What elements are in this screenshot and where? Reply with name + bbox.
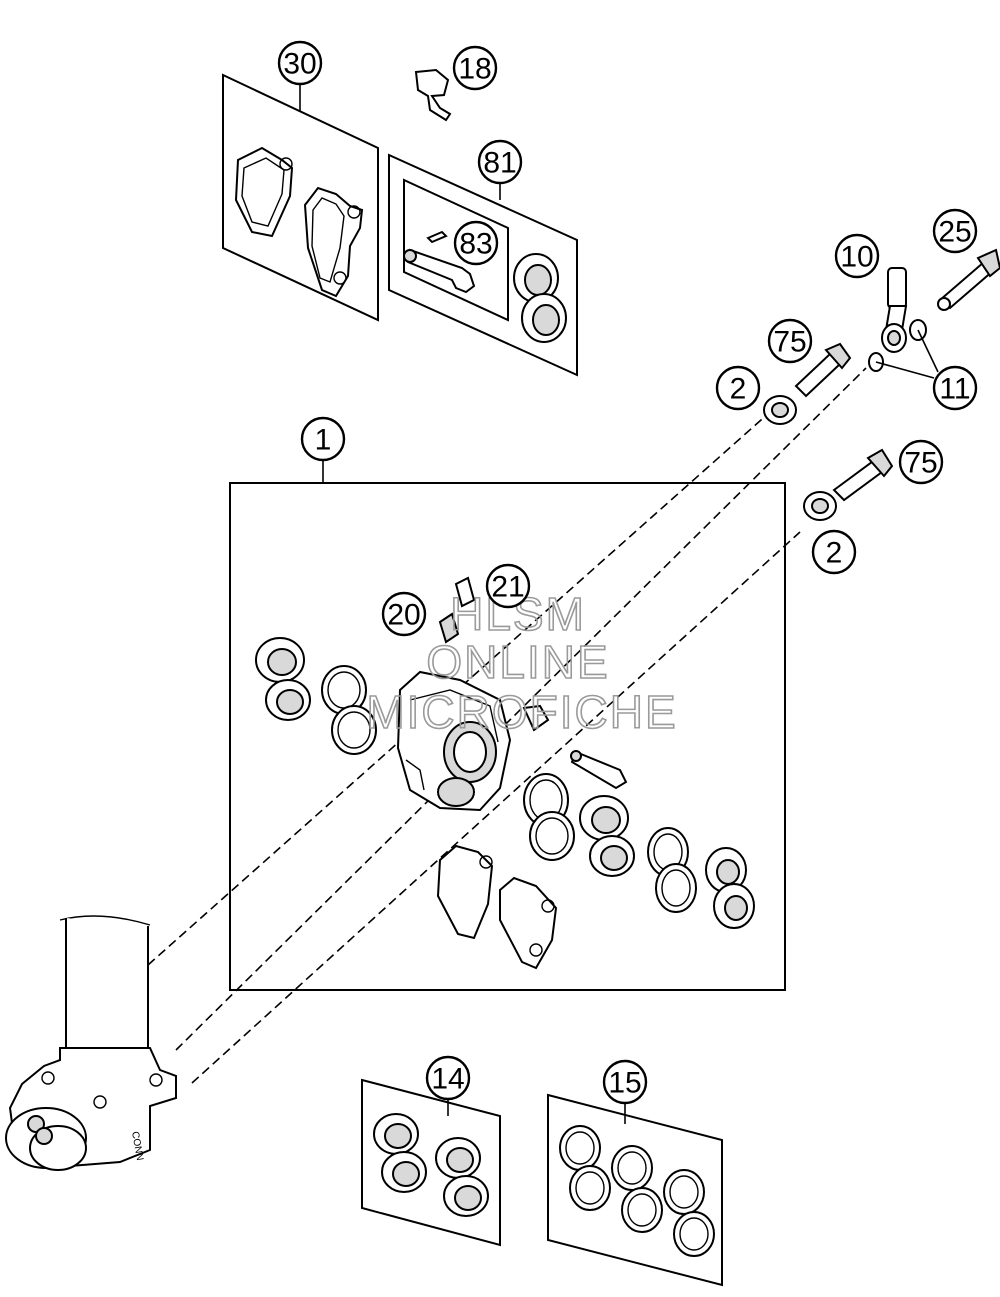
spacer-upper: [763, 395, 797, 425]
mounting-bolt-upper: [794, 342, 852, 398]
caliper-pistons-left: [255, 637, 377, 755]
callout-10: 10: [834, 233, 880, 279]
banjo-fitting-10: [868, 267, 927, 372]
callout-75-upper-label: 75: [773, 326, 806, 359]
axis-lower-bolt: [191, 531, 801, 1084]
callout-15: 15: [602, 1059, 648, 1105]
callout-2-upper: 2: [715, 365, 761, 411]
caliper-pistons-right: [523, 773, 755, 929]
frame-30-brake-pad-kit: [222, 73, 379, 322]
callout-1: 1: [300, 416, 346, 462]
axis-upper-bolt-2: [175, 367, 867, 1051]
frame-81-pin-kit: [388, 153, 578, 377]
brake-pad-set-top: [234, 146, 364, 298]
callout-81: 81: [477, 139, 523, 185]
callout-83: 83: [453, 220, 499, 266]
pin-kit-parts: [403, 230, 567, 343]
callout-11-label: 11: [939, 373, 970, 406]
caliper-body: [396, 670, 512, 812]
callout-1-label: 1: [315, 424, 332, 457]
callout-18-label: 18: [458, 53, 491, 86]
callout-75-lower: 75: [898, 439, 944, 485]
seal-kit-parts: [559, 1125, 715, 1257]
callout-75-lower-label: 75: [904, 447, 937, 480]
callout-20-label: 20: [387, 599, 420, 632]
pad-spring-clip: [414, 68, 452, 122]
callout-2-lower-label: 2: [826, 537, 843, 570]
frame-14-piston-kit: [361, 1078, 501, 1247]
callout-25-label: 25: [938, 216, 971, 249]
callout-11: 11: [932, 365, 978, 411]
callout-83-label: 83: [459, 228, 492, 261]
caliper-slide-pin: [522, 704, 628, 790]
callout-15-label: 15: [608, 1067, 641, 1100]
bleeder-screw: [438, 576, 476, 644]
callout-30: 30: [277, 40, 323, 86]
callout-30-label: 30: [283, 48, 316, 81]
callout-2-upper-label: 2: [730, 373, 747, 406]
fork-leg: CONN: [5, 915, 177, 1171]
callout-2-lower: 2: [811, 529, 857, 575]
mounting-bolt-lower: [832, 448, 894, 502]
watermark: HLSM ONLINE MICROFICHE: [366, 587, 677, 739]
frame-15-seal-kit: [547, 1093, 723, 1287]
watermark-line-2: ONLINE: [426, 636, 609, 688]
callout-21-label: 21: [491, 571, 524, 604]
callout-21: 21: [485, 563, 531, 609]
frame-83-pin-subkit: [403, 178, 509, 322]
callout-14: 14: [425, 1055, 471, 1101]
callout-81-label: 81: [483, 147, 516, 180]
callout-20: 20: [381, 591, 427, 637]
callout-75-upper: 75: [767, 318, 813, 364]
spacer-lower: [803, 491, 837, 521]
banjo-bolt-25: [937, 248, 1000, 311]
leader-11a: [917, 329, 939, 373]
watermark-line-3: MICROFICHE: [366, 686, 677, 738]
callout-18: 18: [452, 45, 498, 91]
callout-25: 25: [932, 208, 978, 254]
leader-11b: [875, 361, 935, 379]
frame-1-caliper-assembly: [229, 482, 786, 991]
piston-kit-parts: [373, 1113, 489, 1217]
callout-14-label: 14: [431, 1063, 464, 1096]
callout-10-label: 10: [840, 241, 873, 274]
axis-upper-bolt: [147, 411, 771, 966]
caliper-brake-pads: [436, 844, 558, 970]
fork-stamp-label: CONN: [129, 1131, 145, 1162]
